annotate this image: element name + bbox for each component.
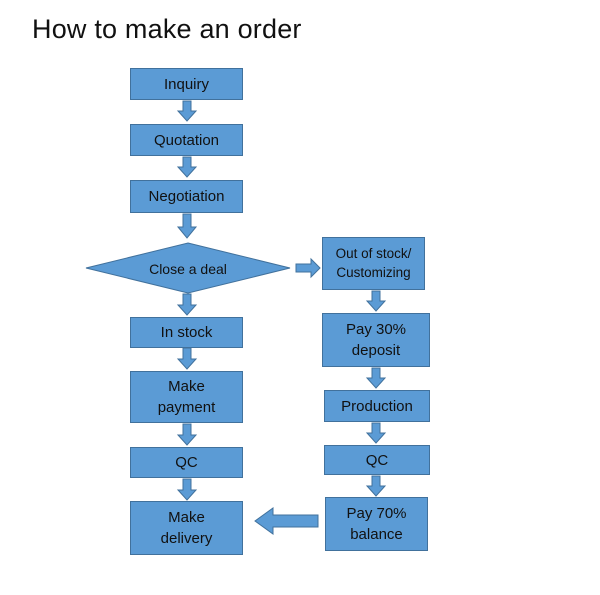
pay-30-deposit-box: Pay 30% deposit [322,313,430,367]
qc-left-box: QC [130,447,243,478]
arrow-down-icon [365,475,387,497]
production-box: Production [324,390,430,422]
make-delivery-box: Make delivery [130,501,243,555]
arrow-down-icon [365,290,387,312]
arrow-down-icon [176,213,198,239]
negotiation-box: Negotiation [130,180,243,213]
inquiry-box: Inquiry [130,68,243,100]
decision-diamond [85,242,291,294]
arrow-down-icon [365,422,387,444]
pay-70-balance-box: Pay 70% balance [325,497,428,551]
in-stock-box: In stock [130,317,243,348]
arrow-left-icon [254,507,319,535]
arrow-down-icon [176,156,198,178]
arrow-down-icon [176,347,198,370]
arrow-down-icon [176,293,198,316]
arrow-down-icon [176,100,198,122]
quotation-box: Quotation [130,124,243,156]
arrow-right-icon [295,257,321,279]
out-of-stock-box: Out of stock/ Customizing [322,237,425,290]
qc-right-box: QC [324,445,430,475]
arrow-down-icon [176,478,198,501]
close-deal-label: Close a deal [149,261,227,277]
make-payment-box: Make payment [130,371,243,423]
arrow-down-icon [365,367,387,389]
arrow-down-icon [176,423,198,446]
page-title: How to make an order [32,14,302,44]
